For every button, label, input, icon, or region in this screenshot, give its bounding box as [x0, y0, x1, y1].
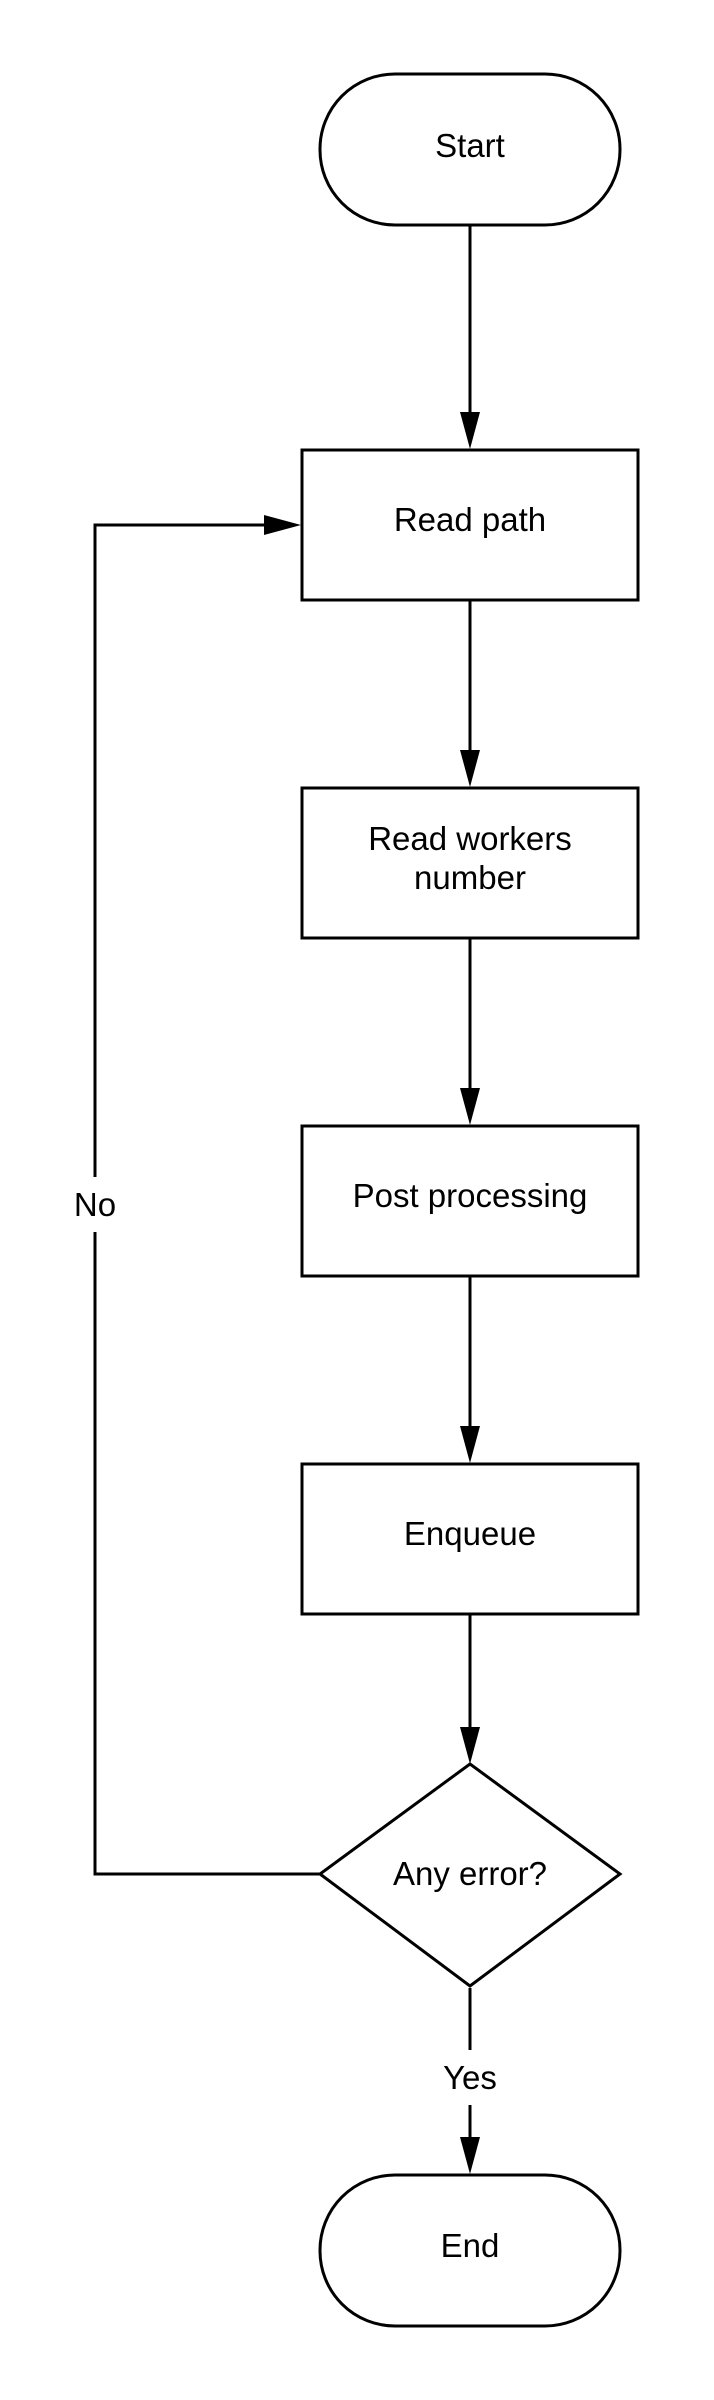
node-read-workers-number: Read workers number: [300, 786, 640, 940]
terminator-shape: [318, 2173, 622, 2328]
decision-shape: [317, 1762, 623, 1988]
node-start: Start: [318, 72, 622, 227]
node-read-path: Read path: [300, 448, 640, 602]
node-any-error: Any error?: [317, 1762, 623, 1988]
arrowhead-read-workers: [460, 750, 480, 787]
node-enqueue: Enqueue: [300, 1462, 640, 1616]
node-label-line-1: Read workers: [368, 820, 572, 857]
node-label: Post processing: [353, 1177, 588, 1214]
terminator-shape: [318, 72, 622, 227]
arrowhead-read-path: [460, 412, 480, 449]
node-label: Any error?: [393, 1855, 547, 1892]
edge-any-error-to-read-path-lower: [93, 1232, 320, 1876]
edge-any-error-to-read-path-upper: [93, 523, 264, 1177]
node-label: Read path: [394, 501, 546, 538]
edges: [93, 225, 480, 2174]
process-shape: [300, 1462, 640, 1616]
node-post-processing: Post processing: [300, 1124, 640, 1278]
arrowhead-read-path-loop: [264, 515, 301, 535]
arrowhead-enqueue: [460, 1426, 480, 1463]
arrowhead-end: [460, 2137, 480, 2174]
edge-label-yes: Yes: [443, 2059, 497, 2096]
node-label: Enqueue: [404, 1515, 536, 1552]
arrowhead-any-error: [460, 1727, 480, 1764]
process-shape: [300, 1124, 640, 1278]
node-end: End: [318, 2173, 622, 2328]
process-shape: [300, 448, 640, 602]
edge-label-no: No: [74, 1186, 116, 1223]
arrowhead-post-processing: [460, 1088, 480, 1125]
node-label: End: [441, 2227, 500, 2264]
node-label: Start: [435, 127, 505, 164]
process-shape: [300, 786, 640, 940]
node-label-line-2: number: [414, 859, 526, 896]
